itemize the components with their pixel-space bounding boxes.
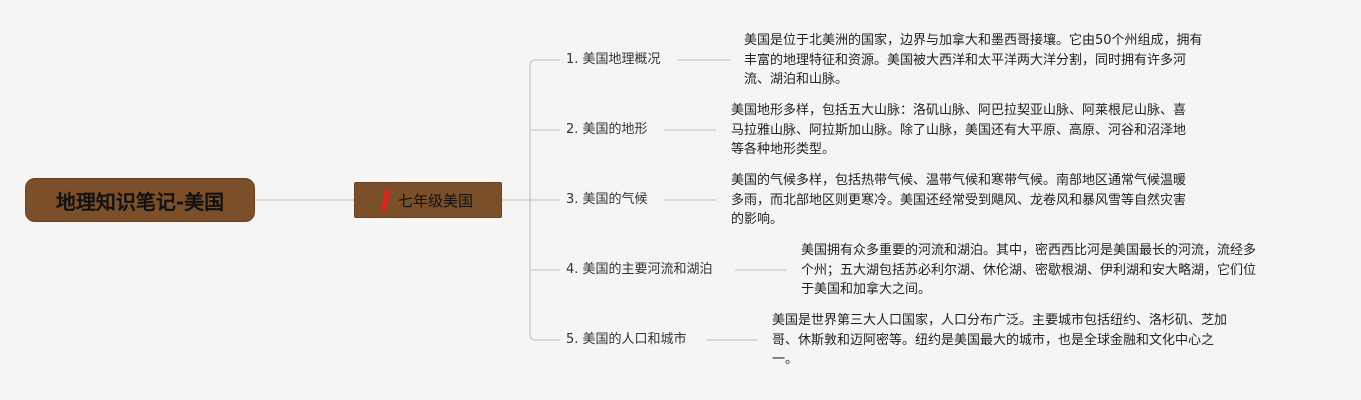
branch-4-label[interactable]: 4. 美国的主要河流和湖泊	[566, 262, 713, 277]
branch-2-detail-line: 美国地形多样，包括五大山脉：洛矶山脉、阿巴拉契亚山脉、阿莱根尼山脉、喜	[731, 103, 1187, 118]
branch-3-detail-line: 多雨，而北部地区则更寒冷。美国还经常受到飓风、龙卷风和暴风雪等自然灾害	[731, 192, 1187, 208]
branch-1-detail-line: 丰富的地理特征和资源。美国被大西洋和太平洋两大洋分割，同时拥有许多河	[744, 52, 1187, 68]
branch-4-detail[interactable]: 美国拥有众多重要的河流和湖泊。其中，密西西比河是美国最长的河流，流经多 个州；五…	[801, 241, 1256, 300]
branch-4-detail-line: 美国拥有众多重要的河流和湖泊。其中，密西西比河是美国最长的河流，流经多	[801, 243, 1257, 258]
root-node-label: 地理知识笔记-美国	[55, 189, 225, 214]
branch-2-detail[interactable]: 美国地形多样，包括五大山脉：洛矶山脉、阿巴拉契亚山脉、阿莱根尼山脉、喜 马拉雅山…	[731, 101, 1186, 160]
branch-1-detail-line: 美国是位于北美洲的国家，边界与加拿大和墨西哥接壤。它由50个州组成，拥有	[744, 33, 1203, 48]
branch-3-detail[interactable]: 美国的气候多样，包括热带气候、温带气候和寒带气候。南部地区通常气候温暖 多雨，而…	[731, 171, 1186, 230]
branch-3-detail-line: 美国的气候多样，包括热带气候、温带气候和寒带气候。南部地区通常气候温暖	[731, 173, 1187, 188]
center-node-label: 七年级美国	[397, 191, 473, 210]
branch-5-label[interactable]: 5. 美国的人口和城市	[566, 332, 687, 347]
branch-1-detail[interactable]: 美国是位于北美洲的国家，边界与加拿大和墨西哥接壤。它由50个州组成，拥有 丰富的…	[744, 31, 1203, 90]
branch-5-detail-line: 美国是世界第三大人口国家，人口分布广泛。主要城市包括纽约、洛杉矶、芝加	[772, 313, 1228, 328]
priority-marker-icon	[380, 189, 391, 211]
branch-2-label[interactable]: 2. 美国的地形	[566, 122, 648, 137]
root-node[interactable]: 地理知识笔记-美国	[25, 178, 255, 222]
branch-4-detail-line: 个州；五大湖包括苏必利尔湖、休伦湖、密歇根湖、伊利湖和安大略湖，它们位	[801, 262, 1257, 278]
center-node[interactable]: 七年级美国	[354, 182, 502, 218]
branch-2-detail-line: 马拉雅山脉、阿拉斯加山脉。除了山脉，美国还有大平原、高原、河谷和沼泽地	[731, 122, 1187, 138]
branch-3-detail-line: 的影响。	[731, 212, 784, 227]
branch-5-connector	[529, 333, 560, 341]
branch-1-detail-line: 流、湖泊和山脉。	[744, 72, 849, 87]
branch-5-detail-line: 一。	[772, 352, 799, 367]
branch-4-detail-line: 于美国和加拿大之间。	[801, 282, 932, 297]
branch-1-label[interactable]: 1. 美国地理概况	[566, 52, 661, 67]
branch-2-detail-line: 等各种地形类型。	[731, 142, 836, 157]
branch-5-detail-line: 哥、休斯敦和迈阿密等。纽约是美国最大的城市，也是全球金融和文化中心之	[772, 332, 1215, 348]
branch-5-detail[interactable]: 美国是世界第三大人口国家，人口分布广泛。主要城市包括纽约、洛杉矶、芝加 哥、休斯…	[772, 311, 1227, 370]
branch-3-label[interactable]: 3. 美国的气候	[566, 192, 648, 207]
branch-1-connector	[529, 59, 560, 67]
